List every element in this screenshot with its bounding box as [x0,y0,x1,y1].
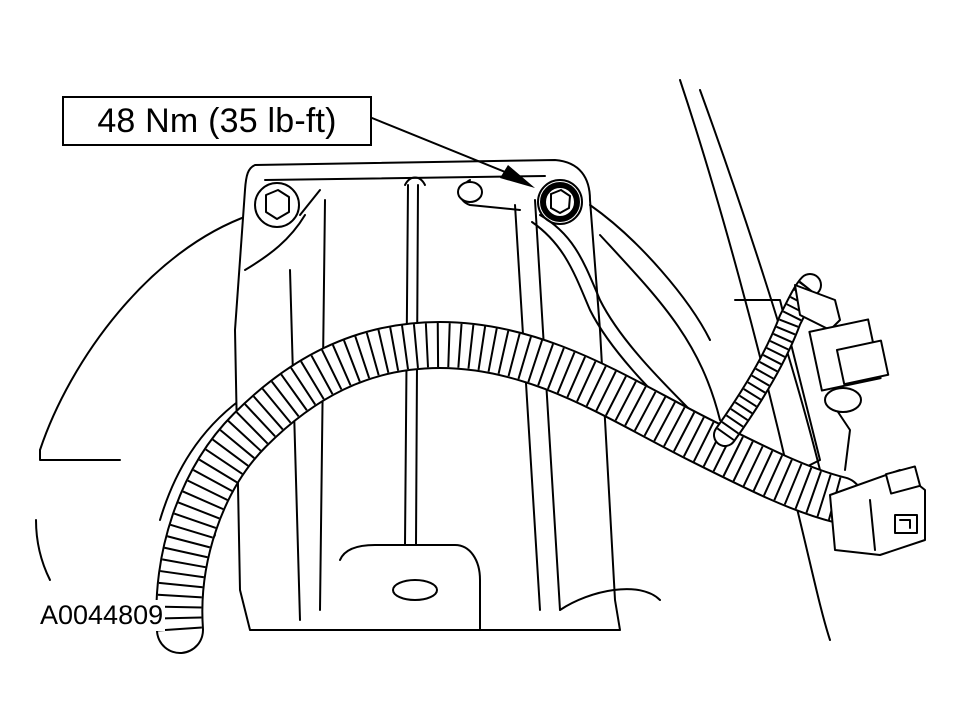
mounting-hole [457,181,483,203]
pointer-arrow-icon [371,117,535,188]
lower-connector [829,465,926,556]
torque-label: 48 Nm (35 lb-ft) [97,101,337,140]
lower-boss [339,544,661,631]
torque-bolt [537,179,583,225]
electrical-connector-icon [794,284,890,413]
right-casing [589,79,851,641]
figure-id: A0044809 [38,600,166,631]
torque-callout: 48 Nm (35 lb-ft) [62,96,372,146]
hex-bolt-icon [254,182,300,228]
housing-outline [35,214,251,631]
